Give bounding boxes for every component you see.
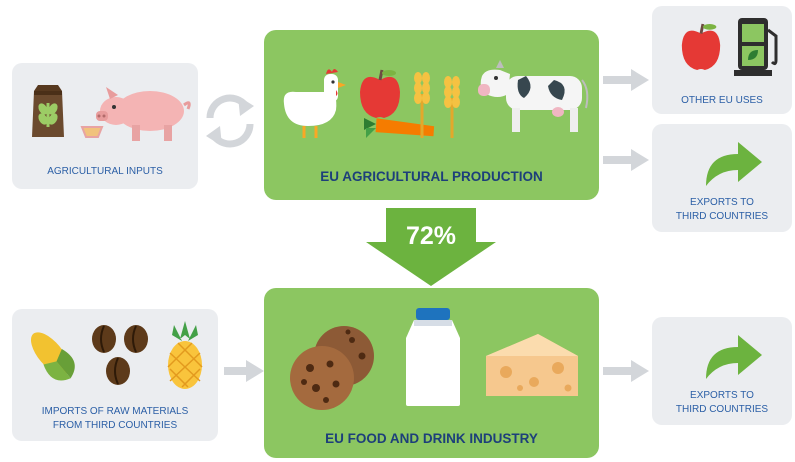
export-arrow-icon [702, 132, 766, 188]
milk-bottle-icon [402, 306, 464, 408]
carrot-icon [362, 114, 438, 140]
agricultural-inputs-label: AGRICULTURAL INPUTS [47, 166, 163, 177]
imports-box: IMPORTS OF RAW MATERIALS FROM THIRD COUN… [12, 309, 218, 441]
exports-bottom-box: EXPORTS TO THIRD COUNTRIES [652, 317, 792, 425]
other-eu-uses-label: OTHER EU USES [681, 95, 763, 106]
cookies-icon [286, 322, 382, 412]
wheat-icon [408, 68, 468, 140]
coffee-beans-icon [86, 321, 158, 389]
flow-percentage: 72% [405, 222, 457, 250]
exports-top-box: EXPORTS TO THIRD COUNTRIES [652, 124, 792, 232]
apple-icon [356, 66, 404, 122]
eu-food-drink-industry-label: EU FOOD AND DRINK INDUSTRY [325, 431, 538, 446]
pig-icon [80, 81, 191, 145]
apple-icon [678, 20, 724, 74]
flow-down-arrow [364, 204, 498, 286]
arrow-to-exports-bottom [603, 358, 649, 384]
corn-icon [20, 323, 84, 389]
imports-line2: FROM THIRD COUNTRIES [52, 420, 178, 431]
arrow-to-exports-top [603, 147, 649, 173]
eu-food-drink-industry-box: EU FOOD AND DRINK INDUSTRY [264, 288, 599, 458]
agricultural-inputs-box: AGRICULTURAL INPUTS [12, 63, 198, 189]
cycle-arrows-icon [200, 92, 260, 150]
seed-bag-icon [28, 83, 68, 139]
exports-top-line1: EXPORTS TO [690, 197, 754, 208]
export-arrow-icon [702, 325, 766, 381]
exports-top-line2: THIRD COUNTRIES [675, 211, 769, 222]
exports-bottom-line2: THIRD COUNTRIES [675, 404, 769, 415]
fuel-pump-icon [734, 16, 780, 78]
imports-line1: IMPORTS OF RAW MATERIALS [41, 406, 189, 417]
exports-bottom-line1: EXPORTS TO [690, 390, 754, 401]
arrow-to-other-eu-uses [603, 67, 649, 93]
eu-agricultural-production-label: EU AGRICULTURAL PRODUCTION [320, 169, 543, 184]
eu-agricultural-production-box: EU AGRICULTURAL PRODUCTION [264, 30, 599, 200]
cow-icon [476, 54, 594, 134]
cheese-icon [484, 332, 580, 398]
arrow-imports-to-industry [224, 358, 264, 384]
other-eu-uses-box: OTHER EU USES [652, 6, 792, 114]
chicken-icon [278, 64, 348, 140]
pineapple-icon [162, 319, 208, 391]
